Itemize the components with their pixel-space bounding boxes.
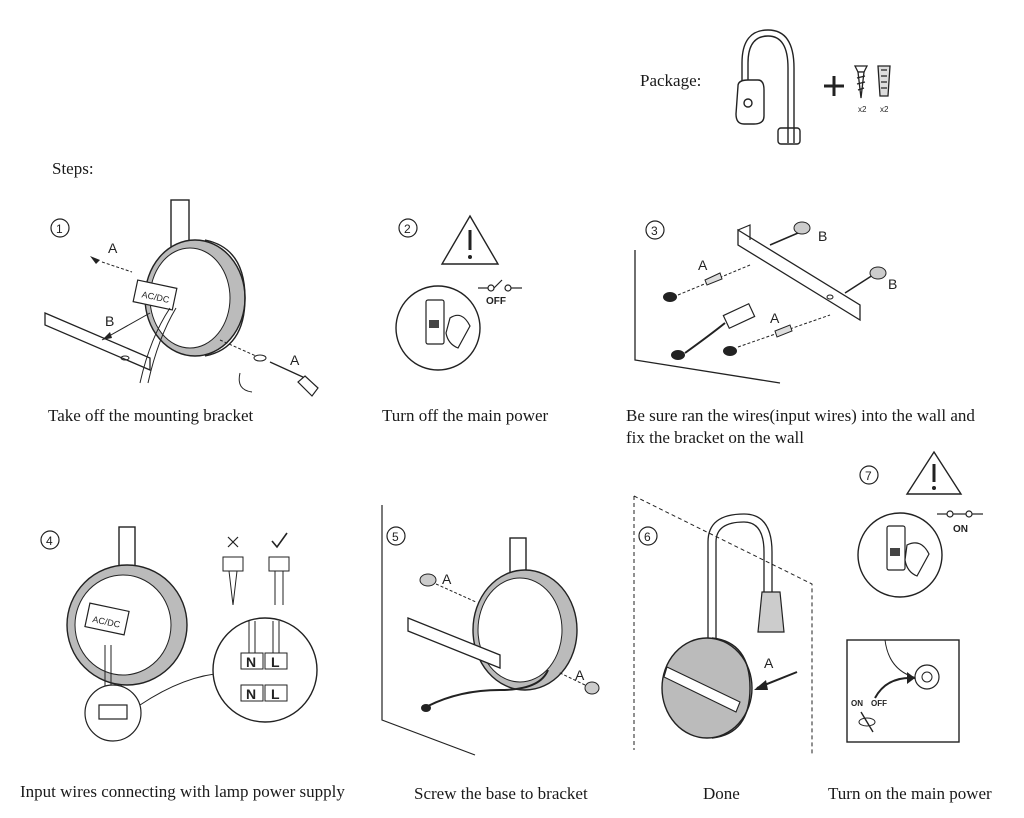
step-3-caption-1: Be sure ran the wires(input wires) into …	[626, 406, 975, 425]
step-4-number: 4	[46, 534, 53, 548]
step-3-callout-a1: A	[698, 257, 708, 273]
step-2-caption: Turn off the main power	[382, 406, 549, 425]
step-1-callout-a1: A	[108, 240, 118, 256]
step-5-callout-a1: A	[442, 571, 452, 587]
anchor-qty: x2	[880, 105, 889, 114]
step-2-switch-state: OFF	[486, 296, 506, 307]
switch-on-icon	[937, 510, 983, 518]
step-7-figure: 7 ON ON OFF	[846, 450, 983, 743]
plus-icon	[824, 76, 844, 96]
step-7-number: 7	[865, 469, 872, 483]
step-4-n2: N	[246, 686, 256, 702]
step-5-caption: Screw the base to bracket	[414, 784, 588, 803]
switch-off-icon	[478, 279, 522, 292]
step-7-breaker-off: OFF	[871, 699, 887, 708]
step-6-figure: 6 A	[633, 495, 813, 754]
step-1-figure: 1 AC/DC A B A	[44, 199, 319, 397]
step-3-callout-a2: A	[770, 310, 780, 326]
step-6-number: 6	[644, 530, 651, 544]
wrong-icon	[227, 536, 239, 548]
screw-icon	[853, 65, 869, 99]
step-4-caption: Input wires connecting with lamp power s…	[20, 782, 345, 801]
step-1-callout-a2: A	[290, 352, 300, 368]
step-7-breaker-on: ON	[851, 699, 863, 708]
wall-lamp-icon	[735, 29, 801, 145]
package-label: Package:	[640, 71, 702, 90]
step-2-number: 2	[404, 222, 411, 236]
package-illustration: x2 x2	[735, 29, 891, 145]
step-3-callout-b2: B	[888, 276, 897, 292]
step-5-number: 5	[392, 530, 399, 544]
screw-qty: x2	[858, 105, 867, 114]
step-4-figure: 4 AC/DC N L N L	[40, 526, 318, 742]
step-2-figure: 2 OFF	[395, 214, 522, 371]
step-4-l2: L	[271, 686, 280, 702]
wall-anchor-icon	[877, 65, 891, 97]
step-4-n1: N	[246, 654, 256, 670]
step-6-callout-a: A	[764, 655, 774, 671]
steps-label: Steps:	[52, 159, 94, 178]
step-3-callout-b1: B	[818, 228, 827, 244]
step-4-l1: L	[271, 654, 280, 670]
step-5-figure: 5 A A	[381, 505, 600, 756]
step-1-caption: Take off the mounting bracket	[48, 406, 254, 425]
step-7-switch-state: ON	[953, 524, 968, 535]
step-3-caption-2: fix the bracket on the wall	[626, 428, 804, 447]
check-icon	[271, 532, 288, 549]
step-3-figure: 3 B B A A	[634, 220, 897, 384]
step-7-caption: Turn on the main power	[828, 784, 992, 803]
step-3-number: 3	[651, 224, 658, 238]
step-5-callout-a2: A	[575, 667, 585, 683]
step-6-caption: Done	[703, 784, 740, 803]
step-1-callout-b: B	[105, 313, 114, 329]
step-1-number: 1	[56, 222, 63, 236]
